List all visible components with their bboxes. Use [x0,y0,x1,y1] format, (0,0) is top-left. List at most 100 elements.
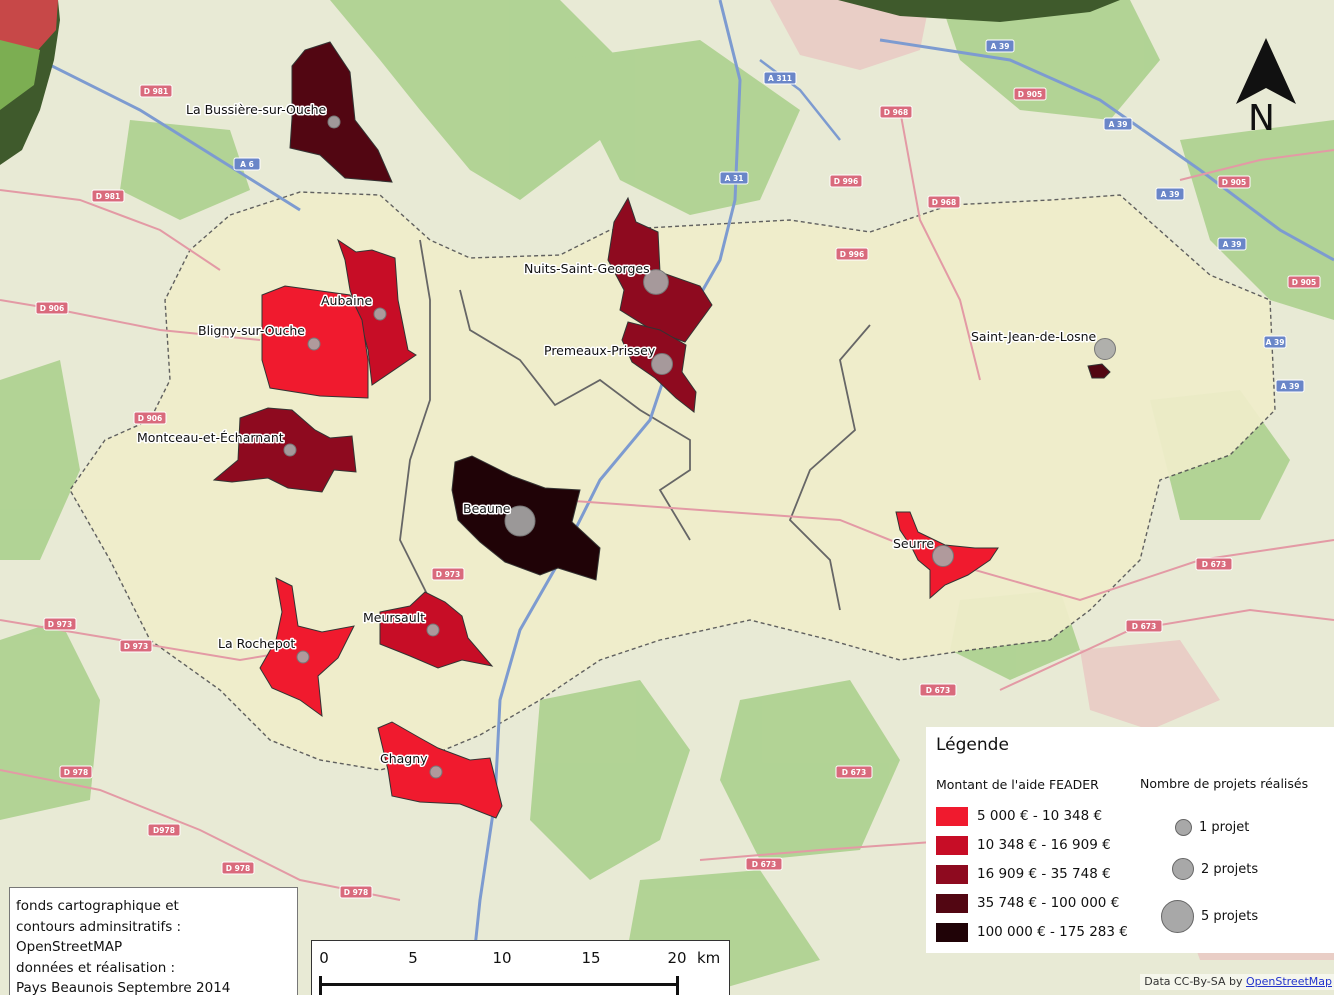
map-attribution: Data CC-By-SA by OpenStreetMap [1140,974,1334,990]
legend-class-row: 16 909 € - 35 748 € [936,863,1111,885]
label-nuits-saint-georges: Nuits-Saint-Georges [524,261,650,276]
scale-unit: km [697,949,721,967]
intercommunal-boundaries [399,239,871,611]
label-premeaux-prissey: Premeaux-Prissey [544,343,656,358]
legend-title: Légende [936,735,1009,755]
road-shield: D 996 [829,174,863,188]
svg-text:A 39: A 39 [1109,120,1128,129]
legend-class-label: 5 000 € - 10 348 € [977,808,1103,824]
project-symbol[interactable] [296,650,310,664]
scale-tick [319,976,322,995]
svg-text:A 39: A 39 [1266,338,1285,347]
legend-symbol-circle [1172,858,1194,880]
svg-text:D 673: D 673 [926,686,951,695]
svg-text:D 996: D 996 [840,250,865,259]
commune-saint-jean-de-losne[interactable] [1087,363,1111,379]
project-symbol[interactable] [1094,338,1116,360]
credits-line: contours adminsitratifs : [16,918,182,935]
road-shield: A 39 [1155,187,1185,201]
label-seurre: Seurre [893,536,934,551]
svg-text:D 673: D 673 [1132,622,1157,631]
project-symbol[interactable] [373,307,387,321]
road-shield: D 973 [43,617,77,631]
svg-text:D 905: D 905 [1018,90,1043,99]
commune-nuits-saint-georges[interactable] [607,196,713,343]
label-montceau-et-echarnant: Montceau-et-Écharnant [137,430,284,445]
legend-symbol-label: 5 projets [1201,909,1259,924]
project-symbol[interactable] [651,353,673,375]
svg-text:D 978: D 978 [64,768,89,777]
svg-text:A 39: A 39 [1223,240,1242,249]
scale-tick-label: 10 [492,949,512,967]
legend-class-row: 35 748 € - 100 000 € [936,892,1119,914]
svg-text:A 39: A 39 [991,42,1010,51]
road-shield: A 39 [1275,379,1305,393]
label-beaune: Beaune [463,501,511,516]
legend-class-row: 10 348 € - 16 909 € [936,834,1111,856]
north-letter: N [1248,98,1275,139]
svg-text:D 906: D 906 [40,304,65,313]
project-symbol[interactable] [283,443,297,457]
scale-tick-label: 15 [581,949,601,967]
credits-panel: fonds cartographique et contours adminsi… [9,887,298,995]
legend-symbol-row: 5 projets [1161,900,1258,933]
svg-text:D 981: D 981 [96,192,121,201]
legend-swatch [936,835,968,855]
label-la-bussiere-sur-ouche: La Bussière-sur-Ouche [186,102,327,117]
legend-class-label: 16 909 € - 35 748 € [977,866,1111,882]
attribution-link[interactable]: OpenStreetMap [1245,975,1332,988]
credits-line: données et réalisation : [16,959,176,976]
commune-la-rochepot[interactable] [259,577,355,718]
road-shield: D 673 [1195,557,1233,571]
road-shield: D 968 [879,105,913,119]
project-symbol[interactable] [327,115,341,129]
road-shield: A 6 [233,157,261,171]
scale-tick-label: 0 [319,949,329,967]
road-shield: A 39 [1263,335,1287,349]
road-shield: A 39 [1103,117,1133,131]
road-shield: D 973 [431,567,465,581]
commune-labels: La Bussière-sur-Ouche Aubaine Bligny-sur… [136,101,1099,768]
road-shield: D 978 [221,861,255,875]
svg-text:D 968: D 968 [884,108,909,117]
project-symbol[interactable] [504,505,536,537]
legend-class-label: 35 748 € - 100 000 € [977,895,1120,911]
scale-bar: 0 5 10 15 20 km [311,940,730,995]
svg-text:D 978: D 978 [226,864,251,873]
legend-class-row: 5 000 € - 10 348 € [936,805,1102,827]
commune-la-bussiere-sur-ouche[interactable] [289,41,393,183]
svg-text:A 39: A 39 [1281,382,1300,391]
svg-text:D 673: D 673 [752,860,777,869]
road-shield: D978 [147,823,181,837]
road-shield: D 973 [119,639,153,653]
road-shields: D 981 A 6 D 981 D 906 D 906 D 973 D 973 … [35,39,1321,899]
project-symbol[interactable] [429,765,443,779]
svg-text:D 968: D 968 [932,198,957,207]
logo-fragment [0,0,1120,165]
project-symbol[interactable] [643,269,669,295]
project-symbol[interactable] [426,623,440,637]
svg-text:D 978: D 978 [344,888,369,897]
label-meursault: Meursault [363,610,425,625]
label-chagny: Chagny [380,751,428,766]
legend-symbols-title: Nombre de projets réalisés [1140,776,1309,791]
legend-swatch [936,806,968,826]
credits-line: fonds cartographique et [16,898,179,914]
legend-symbol-row: 2 projets [1172,858,1258,880]
north-arrow-icon [1236,38,1296,104]
road-shield: D 996 [835,247,869,261]
legend-symbol-circle [1161,900,1194,933]
project-symbol[interactable] [932,545,954,567]
legend-panel: Légende Montant de l'aide FEADER Nombre … [926,727,1334,953]
legend-swatch [936,922,968,942]
credits-line: Pays Beaunois Septembre 2014 [16,980,231,995]
road-shield: D 978 [59,765,93,779]
legend-swatch [936,893,968,913]
label-saint-jean-de-losne: Saint-Jean-de-Losne [971,329,1097,344]
svg-text:D 905: D 905 [1292,278,1317,287]
svg-text:D978: D978 [153,826,175,835]
legend-class-label: 10 348 € - 16 909 € [977,837,1111,853]
project-symbol[interactable] [307,337,321,351]
